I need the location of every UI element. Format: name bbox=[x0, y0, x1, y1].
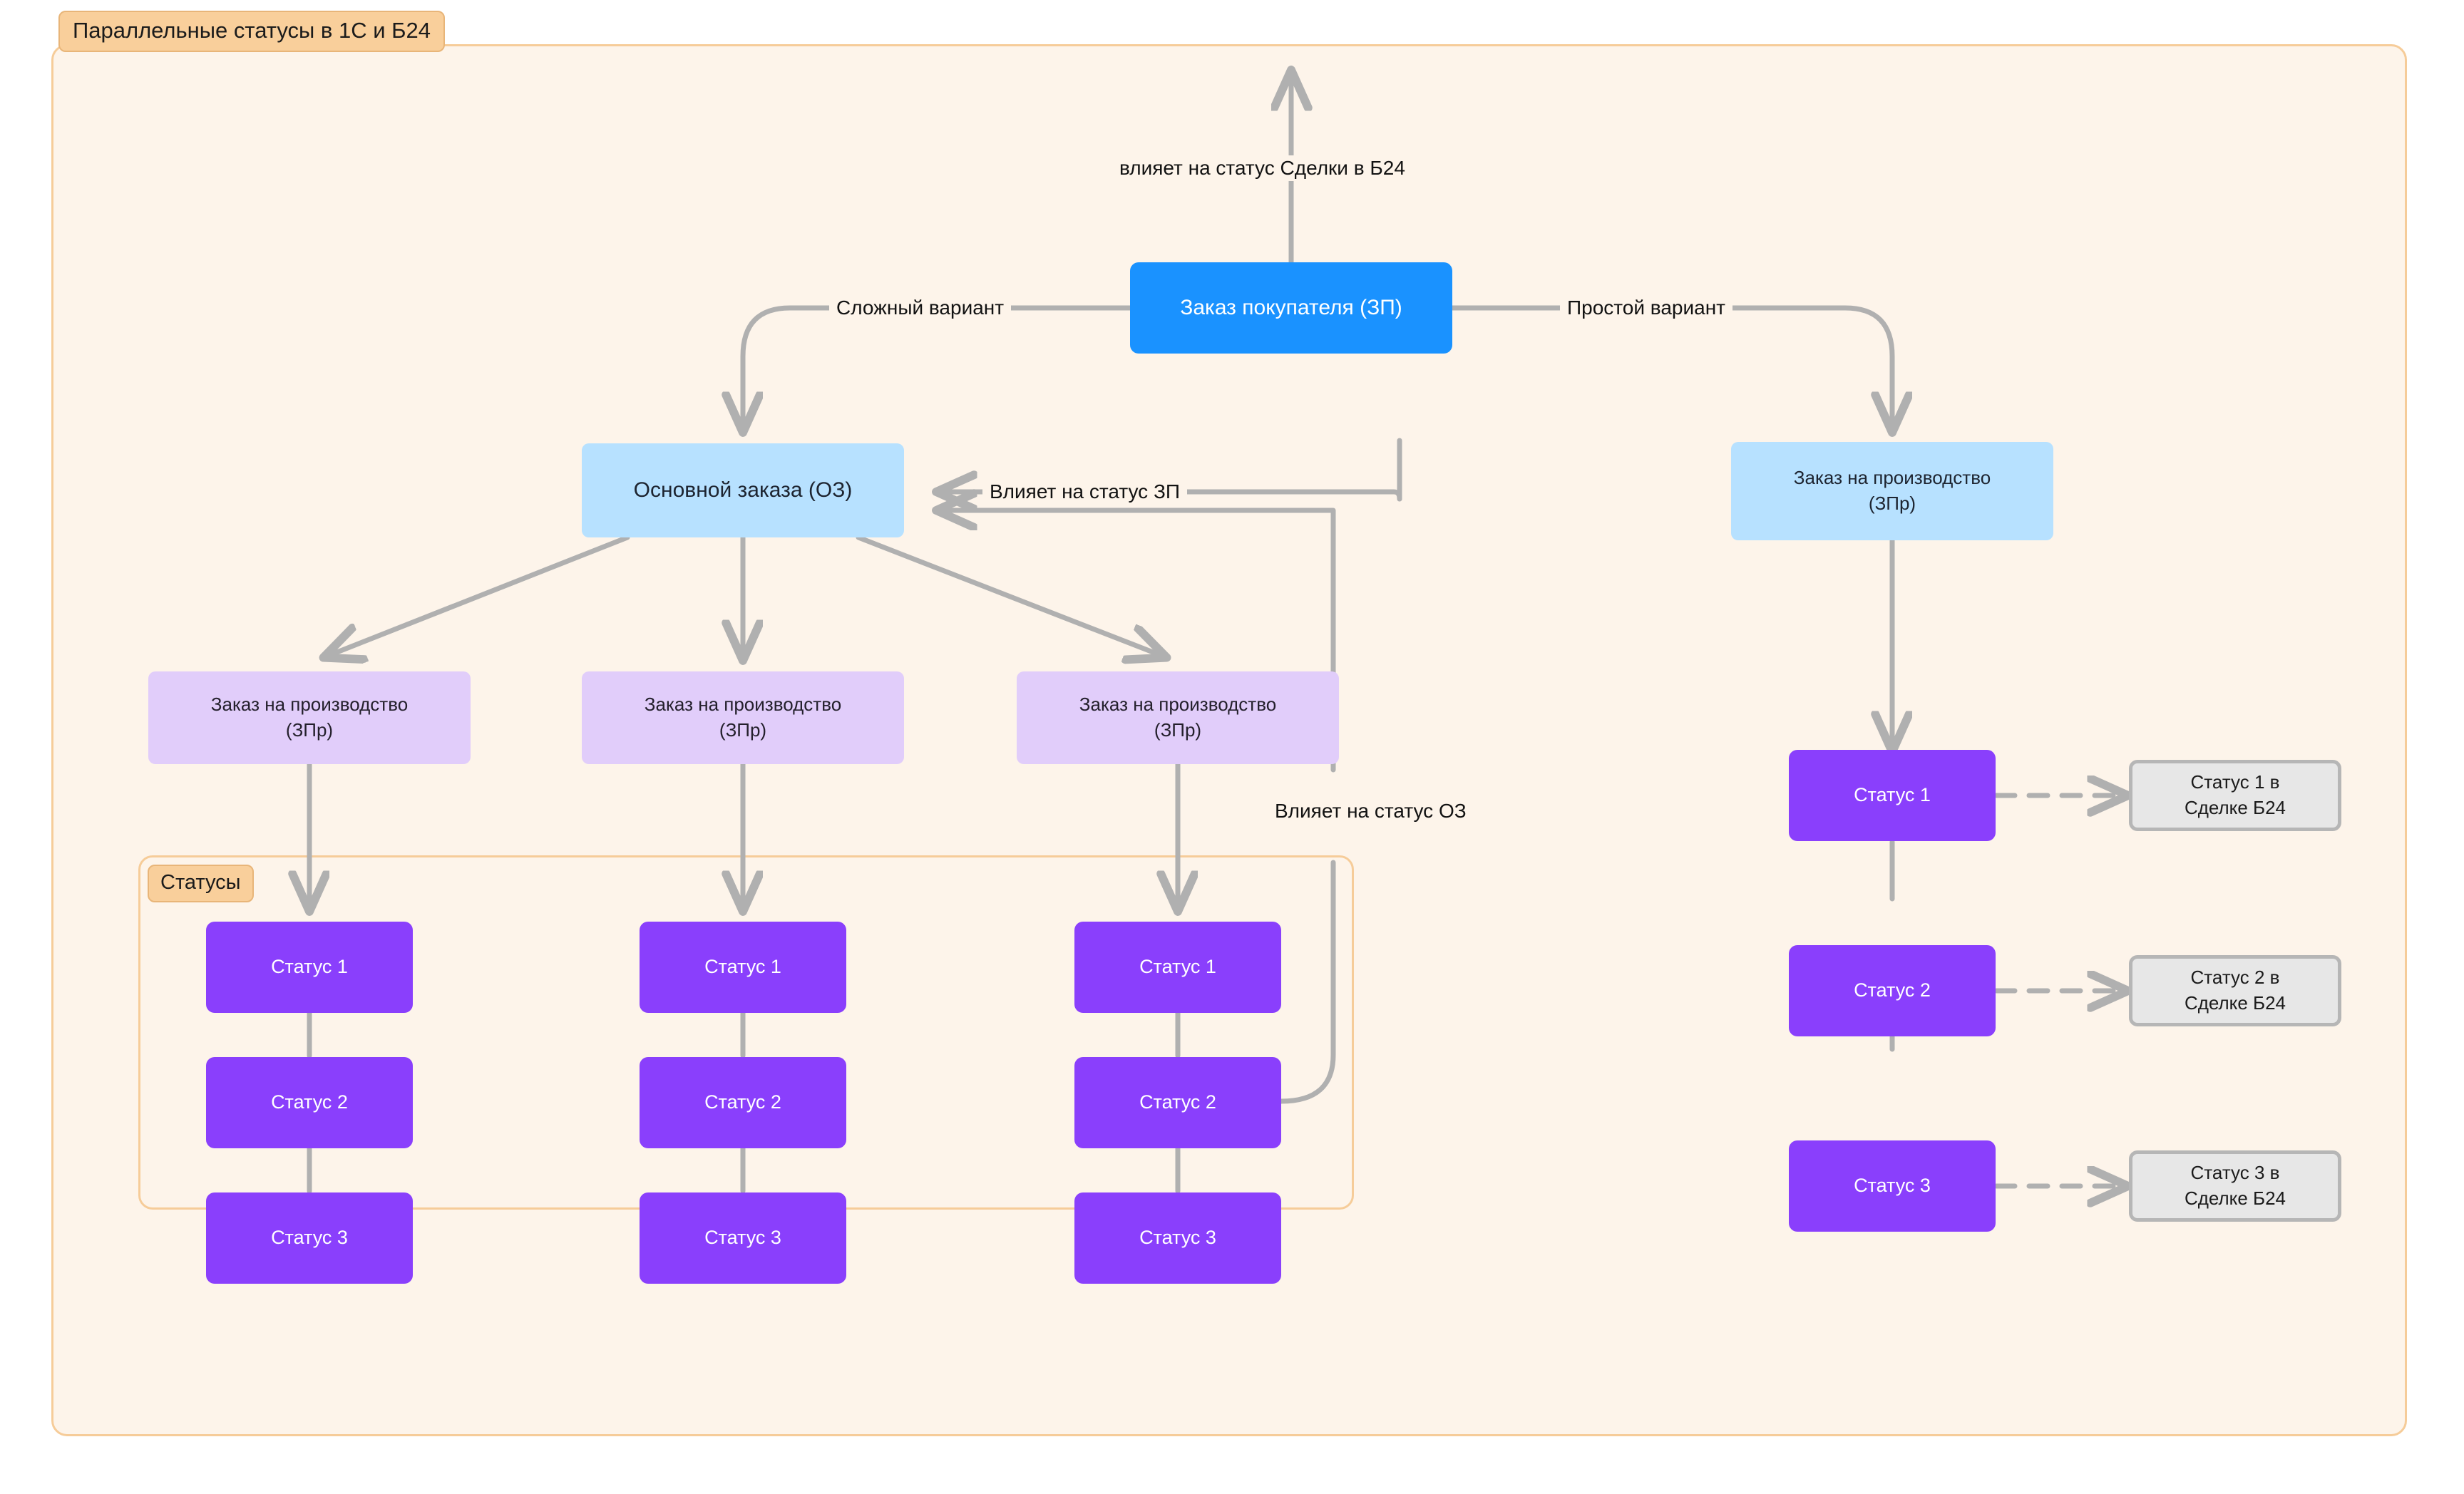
b24-status-1[interactable]: Статус 1 в Сделке Б24 bbox=[2129, 760, 2341, 831]
edge-label-simple-variant: Простой вариант bbox=[1560, 295, 1732, 321]
b24-3-line2: Сделке Б24 bbox=[2184, 1188, 2286, 1209]
status-c1-3[interactable]: Статус 3 bbox=[206, 1192, 413, 1284]
edge-label-influences-deal-b24: влияет на статус Сделки в Б24 bbox=[1112, 155, 1412, 181]
b24-2-line1: Статус 2 в bbox=[2190, 967, 2280, 989]
status-c2-3-label: Статус 3 bbox=[704, 1227, 781, 1249]
node-production-order-2[interactable]: Заказ на производство (ЗПр) bbox=[582, 671, 904, 764]
status-c2-2[interactable]: Статус 2 bbox=[640, 1057, 846, 1148]
status-right-3-label: Статус 3 bbox=[1854, 1175, 1931, 1197]
status-c2-2-label: Статус 2 bbox=[704, 1091, 781, 1113]
b24-status-3-label: Статус 3 в Сделке Б24 bbox=[2185, 1160, 2286, 1212]
edge-label-influences-oz: Влияет на статус ОЗ bbox=[1268, 798, 1474, 824]
node-main-order[interactable]: Основной заказа (ОЗ) bbox=[582, 443, 904, 537]
status-right-2[interactable]: Статус 2 bbox=[1789, 945, 1996, 1036]
node-production-order-1-label: Заказ на производство (ЗПр) bbox=[211, 692, 408, 743]
status-c3-2-label: Статус 2 bbox=[1139, 1091, 1216, 1113]
status-c1-2-label: Статус 2 bbox=[271, 1091, 348, 1113]
status-c1-1[interactable]: Статус 1 bbox=[206, 922, 413, 1013]
b24-status-1-label: Статус 1 в Сделке Б24 bbox=[2185, 770, 2286, 821]
status-c3-1[interactable]: Статус 1 bbox=[1074, 922, 1281, 1013]
b24-status-2[interactable]: Статус 2 в Сделке Б24 bbox=[2129, 955, 2341, 1026]
status-c3-3-label: Статус 3 bbox=[1139, 1227, 1216, 1249]
node-production-order-simple-label: Заказ на производство (ЗПр) bbox=[1794, 465, 1991, 517]
status-right-1-label: Статус 1 bbox=[1854, 784, 1931, 806]
diagram-title-badge: Параллельные статусы в 1С и Б24 bbox=[58, 11, 445, 52]
status-c2-1-label: Статус 1 bbox=[704, 956, 781, 978]
po2-line1: Заказ на производство bbox=[644, 694, 842, 716]
pos-line2: (ЗПр) bbox=[1868, 493, 1916, 514]
status-right-2-label: Статус 2 bbox=[1854, 979, 1931, 1001]
node-production-order-2-label: Заказ на производство (ЗПр) bbox=[645, 692, 841, 743]
node-production-order-1[interactable]: Заказ на производство (ЗПр) bbox=[148, 671, 471, 764]
b24-1-line1: Статус 1 в bbox=[2190, 771, 2280, 793]
status-c3-3[interactable]: Статус 3 bbox=[1074, 1192, 1281, 1284]
node-order-customer-label: Заказ покупателя (ЗП) bbox=[1180, 296, 1402, 320]
node-order-customer[interactable]: Заказ покупателя (ЗП) bbox=[1130, 262, 1452, 354]
b24-2-line2: Сделке Б24 bbox=[2184, 992, 2286, 1014]
node-production-order-3[interactable]: Заказ на производство (ЗПр) bbox=[1017, 671, 1339, 764]
status-c2-1[interactable]: Статус 1 bbox=[640, 922, 846, 1013]
po1-line2: (ЗПр) bbox=[285, 719, 334, 741]
po2-line2: (ЗПр) bbox=[719, 719, 767, 741]
edge-label-complex-variant: Сложный вариант bbox=[829, 295, 1012, 321]
po1-line1: Заказ на производство bbox=[210, 694, 409, 716]
b24-status-2-label: Статус 2 в Сделке Б24 bbox=[2185, 965, 2286, 1016]
status-group-frame bbox=[138, 855, 1354, 1210]
b24-3-line1: Статус 3 в bbox=[2190, 1162, 2280, 1184]
edge-label-influences-zp: Влияет на статус ЗП bbox=[982, 479, 1187, 505]
pos-line1: Заказ на производство bbox=[1793, 467, 1991, 489]
status-c1-2[interactable]: Статус 2 bbox=[206, 1057, 413, 1148]
status-c3-1-label: Статус 1 bbox=[1139, 956, 1216, 978]
b24-1-line2: Сделке Б24 bbox=[2184, 797, 2286, 818]
status-c3-2[interactable]: Статус 2 bbox=[1074, 1057, 1281, 1148]
node-production-order-3-label: Заказ на производство (ЗПр) bbox=[1079, 692, 1276, 743]
status-c1-3-label: Статус 3 bbox=[271, 1227, 348, 1249]
node-production-order-simple[interactable]: Заказ на производство (ЗПр) bbox=[1731, 442, 2053, 540]
node-main-order-label: Основной заказа (ОЗ) bbox=[633, 478, 853, 503]
status-c1-1-label: Статус 1 bbox=[271, 956, 348, 978]
status-right-3[interactable]: Статус 3 bbox=[1789, 1140, 1996, 1232]
po3-line2: (ЗПр) bbox=[1154, 719, 1202, 741]
b24-status-3[interactable]: Статус 3 в Сделке Б24 bbox=[2129, 1150, 2341, 1222]
po3-line1: Заказ на производство bbox=[1079, 694, 1277, 716]
status-group-badge: Статусы bbox=[148, 865, 254, 902]
status-right-1[interactable]: Статус 1 bbox=[1789, 750, 1996, 841]
status-c2-3[interactable]: Статус 3 bbox=[640, 1192, 846, 1284]
